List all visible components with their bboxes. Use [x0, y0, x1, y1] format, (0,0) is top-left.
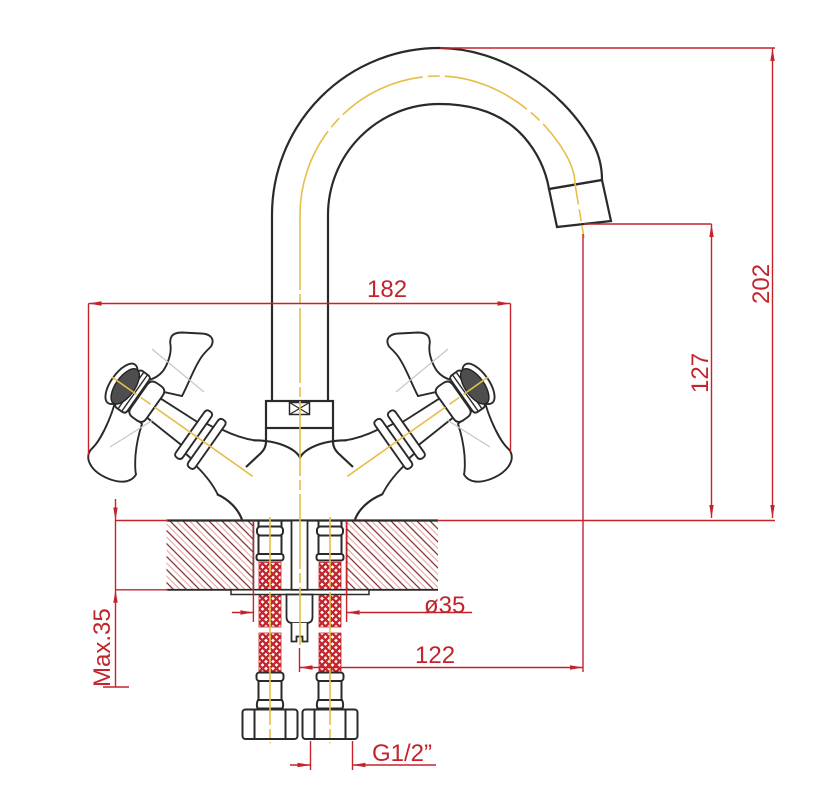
svg-text:ø35: ø35 [424, 592, 465, 619]
svg-text:122: 122 [415, 642, 455, 669]
svg-text:202: 202 [748, 264, 775, 304]
svg-text:182: 182 [367, 276, 407, 303]
svg-text:127: 127 [687, 353, 714, 393]
svg-text:Max.35: Max.35 [89, 608, 116, 687]
svg-text:G1/2”: G1/2” [372, 740, 432, 767]
